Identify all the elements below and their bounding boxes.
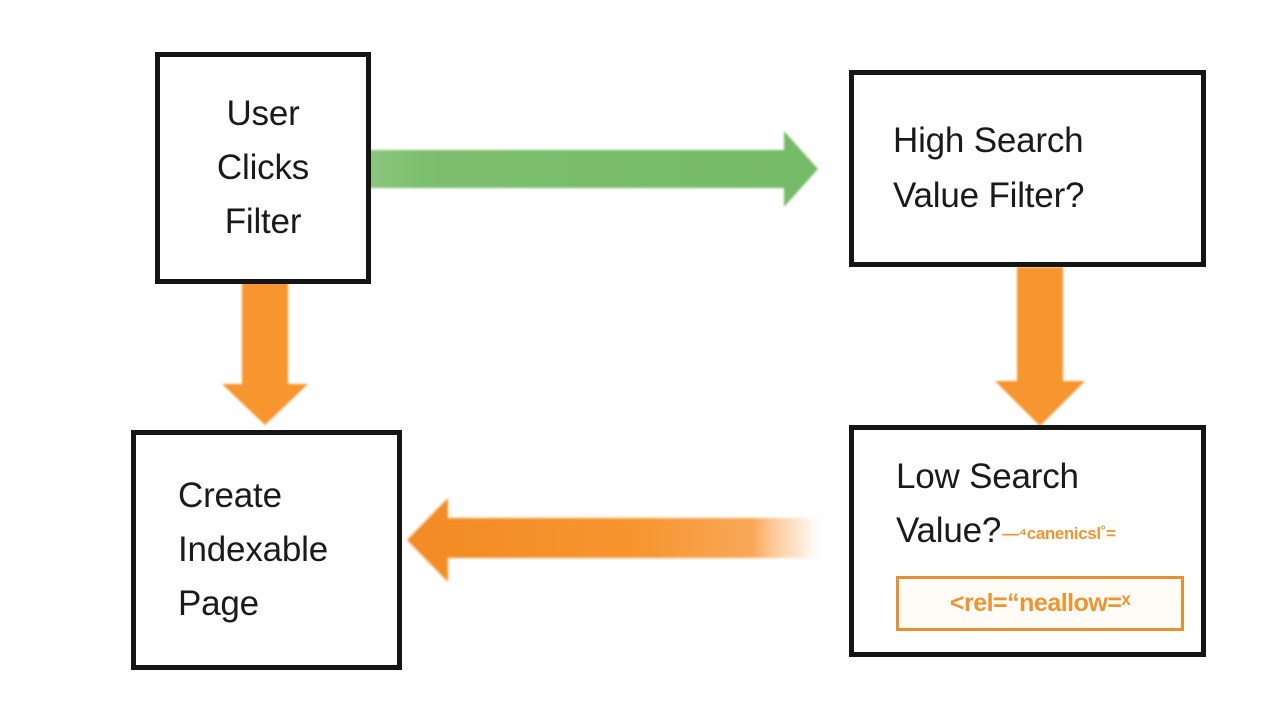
arrow-high-search-to-low-search	[995, 267, 1085, 426]
canonical-annotation-text: —⁴canenicsl˚=	[1002, 524, 1116, 544]
nofollow-code-chip-text: <rel=“neallow=ˣ	[949, 588, 1131, 617]
arrow-low-search-to-create-indexable-page	[407, 498, 828, 582]
node-create-indexable-page-label: Create Indexable Page	[178, 475, 328, 624]
node-create-indexable-page[interactable]: Create Indexable Page	[131, 430, 402, 670]
arrow-orange-down-left-shape	[222, 278, 308, 425]
arrow-orange-down-right-shape	[995, 267, 1085, 426]
node-high-search-value-filter[interactable]: High Search Value Filter?	[849, 70, 1206, 267]
arrow-orange-left-shape	[407, 498, 828, 582]
node-low-search-value-label-line1: Low Search	[896, 457, 1079, 496]
node-high-search-value-filter-label: High Search Value Filter?	[893, 121, 1085, 215]
node-low-search-value-line2-row: Value? —⁴canenicsl˚=	[896, 504, 1201, 558]
arrow-green-shape	[368, 131, 818, 207]
node-low-search-value-label-line2: Value?	[896, 511, 1002, 551]
node-user-clicks-filter-label: User Clicks Filter	[216, 93, 310, 242]
node-user-clicks-filter[interactable]: User Clicks Filter	[155, 52, 371, 284]
node-low-search-value[interactable]: Low Search Value? —⁴canenicsl˚= <rel=“ne…	[849, 425, 1206, 657]
nofollow-code-chip: <rel=“neallow=ˣ	[896, 575, 1184, 631]
arrow-filter-to-high-search-value	[368, 131, 818, 207]
arrow-filter-to-create-indexable-page	[222, 278, 308, 425]
